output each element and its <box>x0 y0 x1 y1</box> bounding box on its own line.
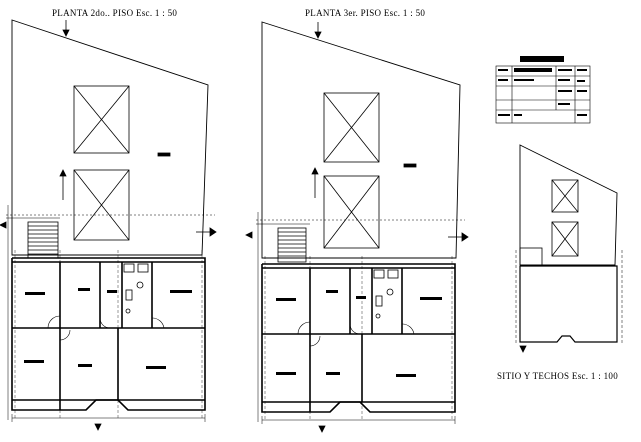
bathroom-fixtures <box>123 263 149 314</box>
stair-icon <box>277 227 307 263</box>
plan-2-title: PLANTA 2do.. PISO Esc. 1 : 50 <box>52 8 178 18</box>
plan-2-drawing <box>0 19 217 431</box>
skylight-cross-icon <box>323 175 380 249</box>
plan-3-room-labels <box>276 290 442 377</box>
plan-3-label-mark <box>403 163 417 168</box>
plan-3-walls <box>261 263 456 413</box>
door-swing-icon <box>47 315 165 341</box>
section-marker-icon <box>94 423 102 431</box>
skylight-cross-icon <box>73 85 130 154</box>
plan-3-drawing <box>245 21 469 433</box>
stair-icon <box>27 221 59 259</box>
plan-3-site-boundary <box>261 21 461 259</box>
plan-2-walls <box>11 257 206 411</box>
plan-3-title: PLANTA 3er. PISO Esc. 1 : 50 <box>305 8 426 18</box>
site-plan-drawing <box>515 144 623 353</box>
door-swing-icon <box>297 321 415 347</box>
section-marker-icon <box>245 167 469 242</box>
section-marker-icon <box>0 169 217 237</box>
plan-2-site-boundary <box>11 19 209 256</box>
skylight-cross-icon <box>73 169 130 241</box>
bathroom-fixtures <box>373 269 399 319</box>
site-title: SITIO Y TECHOS Esc. 1 : 100 <box>497 371 619 381</box>
north-arrow-icon <box>314 22 322 39</box>
section-marker-icon <box>519 345 527 353</box>
skylight-cross-icon <box>551 179 579 213</box>
skylight-cross-icon <box>551 221 579 257</box>
section-marker-icon <box>318 425 326 433</box>
plan-2-label-mark <box>157 152 171 157</box>
plan-2-room-labels <box>24 288 192 369</box>
title-block <box>495 56 591 124</box>
north-arrow-icon <box>62 20 70 37</box>
skylight-cross-icon <box>323 92 380 163</box>
